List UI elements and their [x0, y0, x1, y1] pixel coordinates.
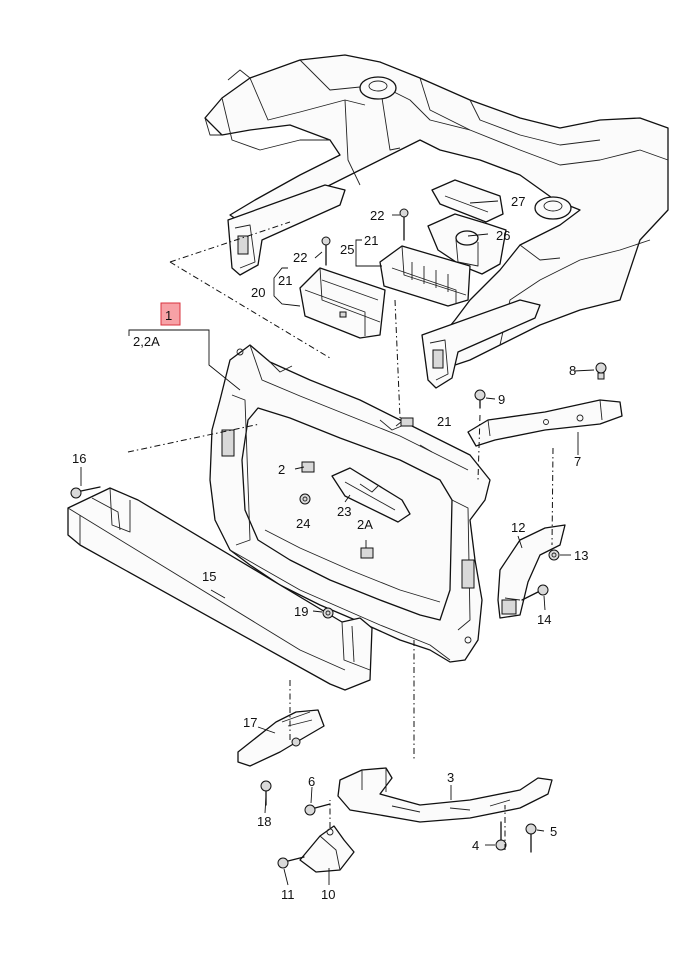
- callout-7: 7: [574, 454, 581, 469]
- callout-11: 11: [281, 887, 295, 902]
- callout-18: 18: [257, 814, 271, 829]
- callout-23: 23: [337, 504, 351, 519]
- bolt-16: [70, 486, 101, 499]
- part-23-bracket: [331, 467, 411, 523]
- clip-2a: [360, 547, 374, 559]
- callout-15: 15: [202, 569, 216, 584]
- callout-22-right: 22: [370, 208, 384, 223]
- callout-labels: 1 2,2A 27 26 22 22 21 25 21 20 8 9 21 7 …: [72, 194, 588, 902]
- callout-2a: 2A: [357, 517, 373, 532]
- bolt-11: [277, 856, 305, 869]
- bolt-4: [495, 821, 507, 851]
- callout-5: 5: [550, 824, 557, 839]
- clip-5: [525, 823, 537, 853]
- body-front-structure: [204, 54, 669, 389]
- bolt-8: [595, 362, 607, 380]
- part-7-side-bracket: [467, 399, 623, 447]
- leader-lines: [80, 200, 595, 886]
- fasteners: [70, 208, 607, 869]
- callout-3: 3: [447, 770, 454, 785]
- bolt-14: [521, 584, 549, 601]
- callout-2-2a: 2,2A: [133, 334, 160, 349]
- callout-27: 27: [511, 194, 525, 209]
- callout-20: 20: [251, 285, 265, 300]
- callout-4: 4: [472, 838, 479, 853]
- callout-12: 12: [511, 520, 525, 535]
- nut-24: [299, 493, 311, 505]
- callout-16: 16: [72, 451, 86, 466]
- assembly-lines: [127, 221, 554, 850]
- callout-26: 26: [496, 228, 510, 243]
- callout-10: 10: [321, 887, 335, 902]
- bolt-9: [474, 389, 486, 409]
- part-26-duct: [427, 213, 507, 275]
- bolt-22-right: [399, 208, 409, 241]
- callout-13: 13: [574, 548, 588, 563]
- callout-14: 14: [537, 612, 551, 627]
- part-15-bumper-beam: [67, 487, 373, 691]
- bolt-6: [304, 803, 331, 816]
- part-17-lock: [237, 709, 325, 767]
- callout-21-left: 21: [278, 273, 292, 288]
- callout-21-center: 21: [437, 414, 451, 429]
- callout-2: 2: [278, 462, 285, 477]
- part-20-air-duct: [299, 267, 386, 339]
- callout-25: 25: [340, 242, 354, 257]
- callout-21-right: 21: [364, 233, 378, 248]
- part-25-air-duct: [379, 245, 471, 307]
- callout-6: 6: [308, 774, 315, 789]
- part-1-lock-carrier: [209, 344, 491, 663]
- nut-13: [548, 549, 560, 561]
- callout-19: 19: [294, 604, 308, 619]
- part-3-crossmember: [337, 767, 553, 823]
- callout-9: 9: [498, 392, 505, 407]
- part-12-holder: [497, 524, 566, 619]
- nut-19: [322, 607, 334, 619]
- callout-24: 24: [296, 516, 310, 531]
- callout-22-left: 22: [293, 250, 307, 265]
- part-27-cover: [431, 179, 504, 223]
- clip-21: [395, 417, 414, 427]
- callout-17: 17: [243, 715, 257, 730]
- callout-8: 8: [569, 363, 576, 378]
- part-1-highlight-box: [160, 302, 181, 326]
- part-10-holder: [299, 825, 355, 873]
- callout-1: 1: [165, 308, 172, 323]
- bolt-22-left: [321, 236, 331, 266]
